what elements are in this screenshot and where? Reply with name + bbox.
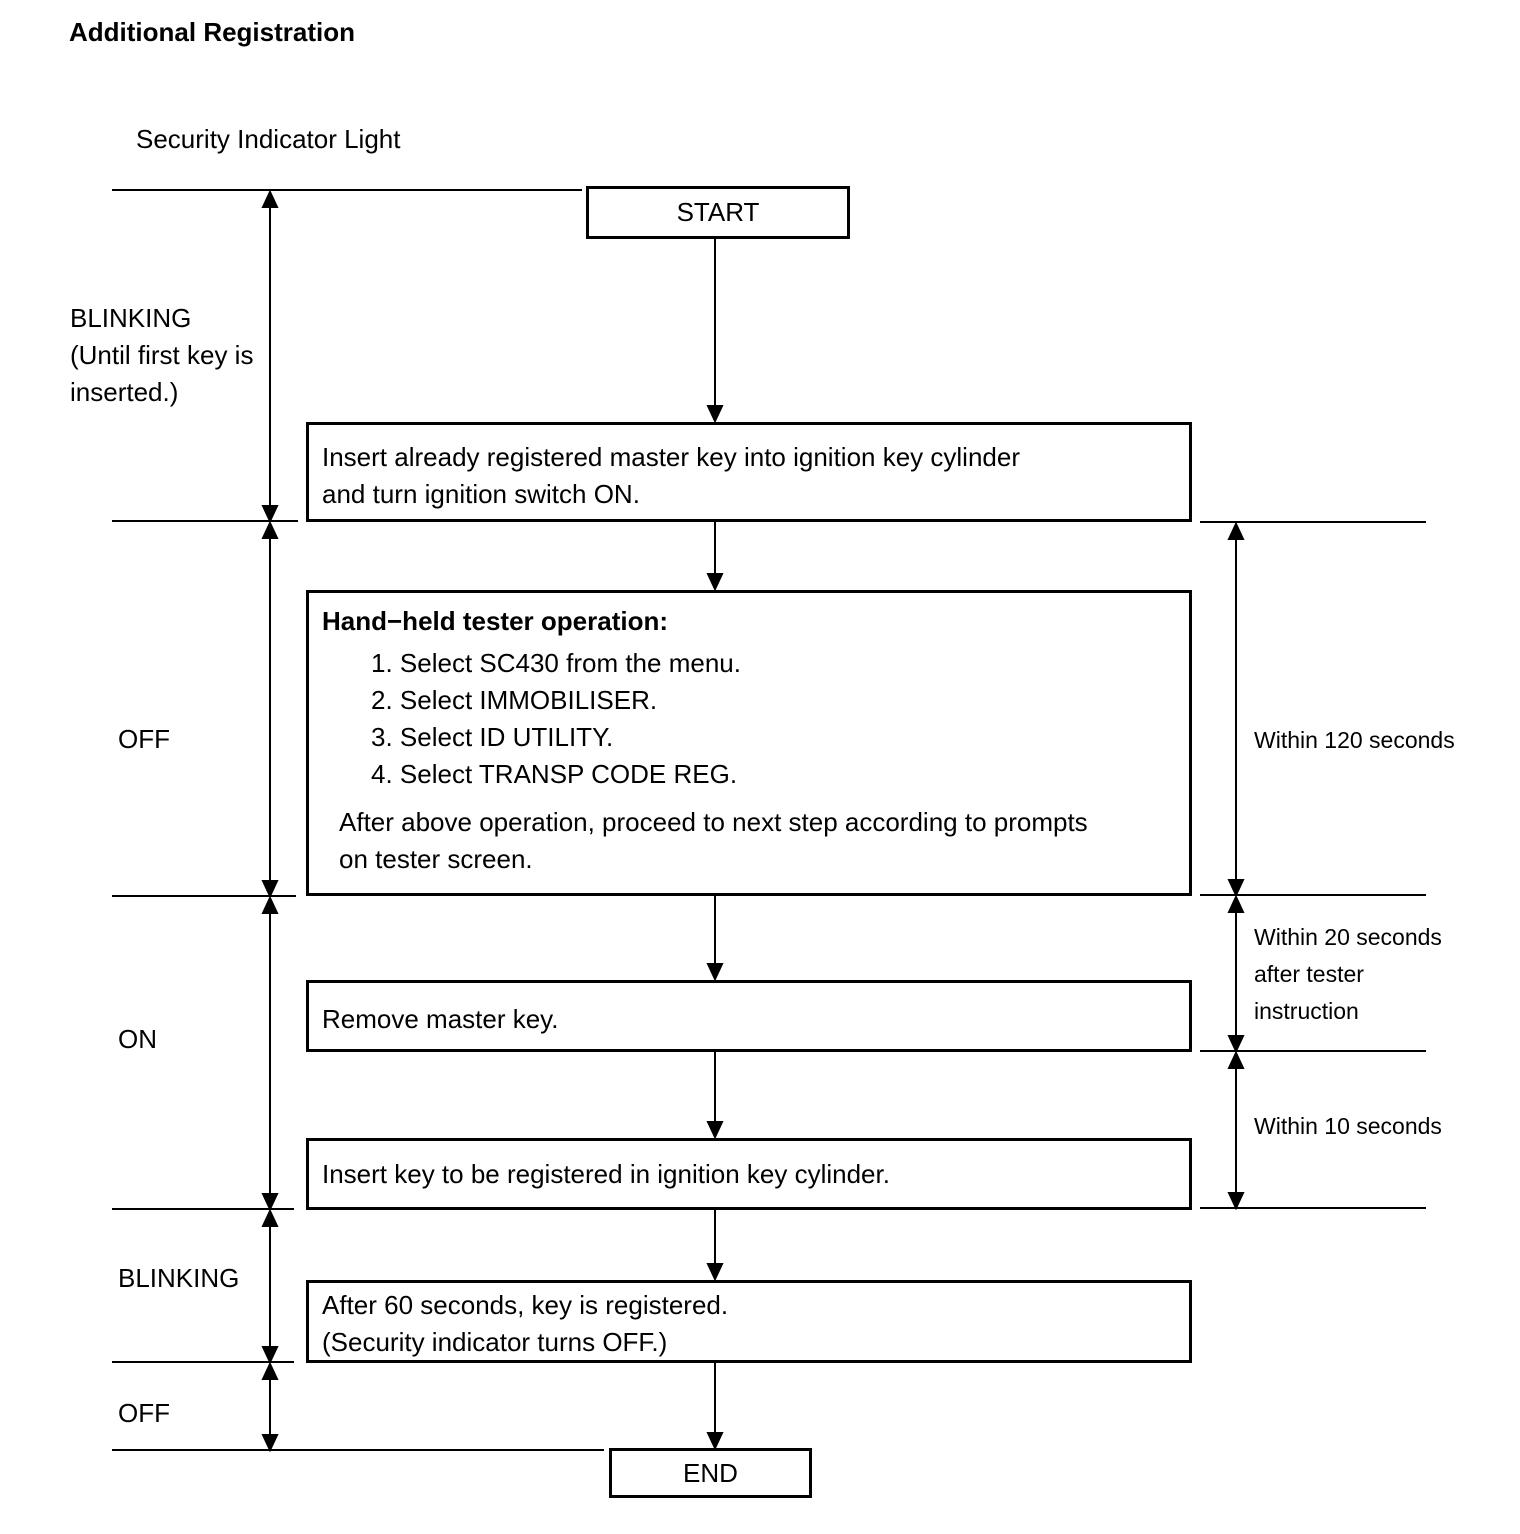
- tester-step: 2. Select IMMOBILISER.: [371, 685, 658, 715]
- step-text: Remove master key.: [322, 1004, 559, 1034]
- state-label: (Until first key is: [70, 340, 254, 370]
- tester-step: 4. Select TRANSP CODE REG.: [371, 759, 738, 789]
- timing-label: Within 20 seconds: [1254, 924, 1442, 950]
- step-insert-master-key: Insert already registered master key int…: [306, 422, 1192, 522]
- tester-step: 3. Select ID UTILITY.: [371, 722, 614, 752]
- state-blinking-initial: BLINKING (Until first key is inserted.): [70, 300, 253, 411]
- step-key-registered: After 60 seconds, key is registered. (Se…: [306, 1280, 1192, 1363]
- state-label: BLINKING: [70, 303, 192, 333]
- start-terminal: START: [586, 186, 850, 239]
- state-blinking: BLINKING: [118, 1263, 240, 1293]
- timing-label: after tester: [1254, 961, 1364, 987]
- step-tester-operation: Hand−held tester operation: 1. Select SC…: [306, 590, 1192, 896]
- state-off: OFF: [118, 724, 170, 754]
- timing-within-10-seconds: Within 10 seconds: [1254, 1113, 1442, 1139]
- step-remove-master-key: Remove master key.: [306, 980, 1192, 1052]
- state-off-final: OFF: [118, 1398, 170, 1428]
- step-insert-new-key: Insert key to be registered in ignition …: [306, 1138, 1192, 1210]
- step-text: Insert key to be registered in ignition …: [322, 1159, 890, 1189]
- tester-step: 1. Select SC430 from the menu.: [371, 648, 741, 678]
- tester-note: on tester screen.: [339, 844, 533, 874]
- tester-heading: Hand−held tester operation:: [322, 606, 668, 636]
- end-terminal: END: [609, 1448, 812, 1498]
- timing-label: instruction: [1254, 998, 1359, 1024]
- page-title: Additional Registration: [69, 17, 355, 47]
- state-label: inserted.): [70, 377, 179, 407]
- step-text: (Security indicator turns OFF.): [322, 1327, 668, 1357]
- step-text: After 60 seconds, key is registered.: [322, 1290, 729, 1320]
- step-text: and turn ignition switch ON.: [322, 479, 640, 509]
- timing-within-20-seconds: Within 20 seconds after tester instructi…: [1254, 919, 1442, 1030]
- end-label: END: [683, 1457, 738, 1488]
- tester-note: After above operation, proceed to next s…: [339, 807, 1088, 837]
- timing-within-120-seconds: Within 120 seconds: [1254, 727, 1455, 753]
- indicator-column-header: Security Indicator Light: [136, 124, 401, 154]
- state-on: ON: [118, 1024, 157, 1054]
- start-label: START: [676, 197, 760, 227]
- step-text: Insert already registered master key int…: [322, 442, 1020, 472]
